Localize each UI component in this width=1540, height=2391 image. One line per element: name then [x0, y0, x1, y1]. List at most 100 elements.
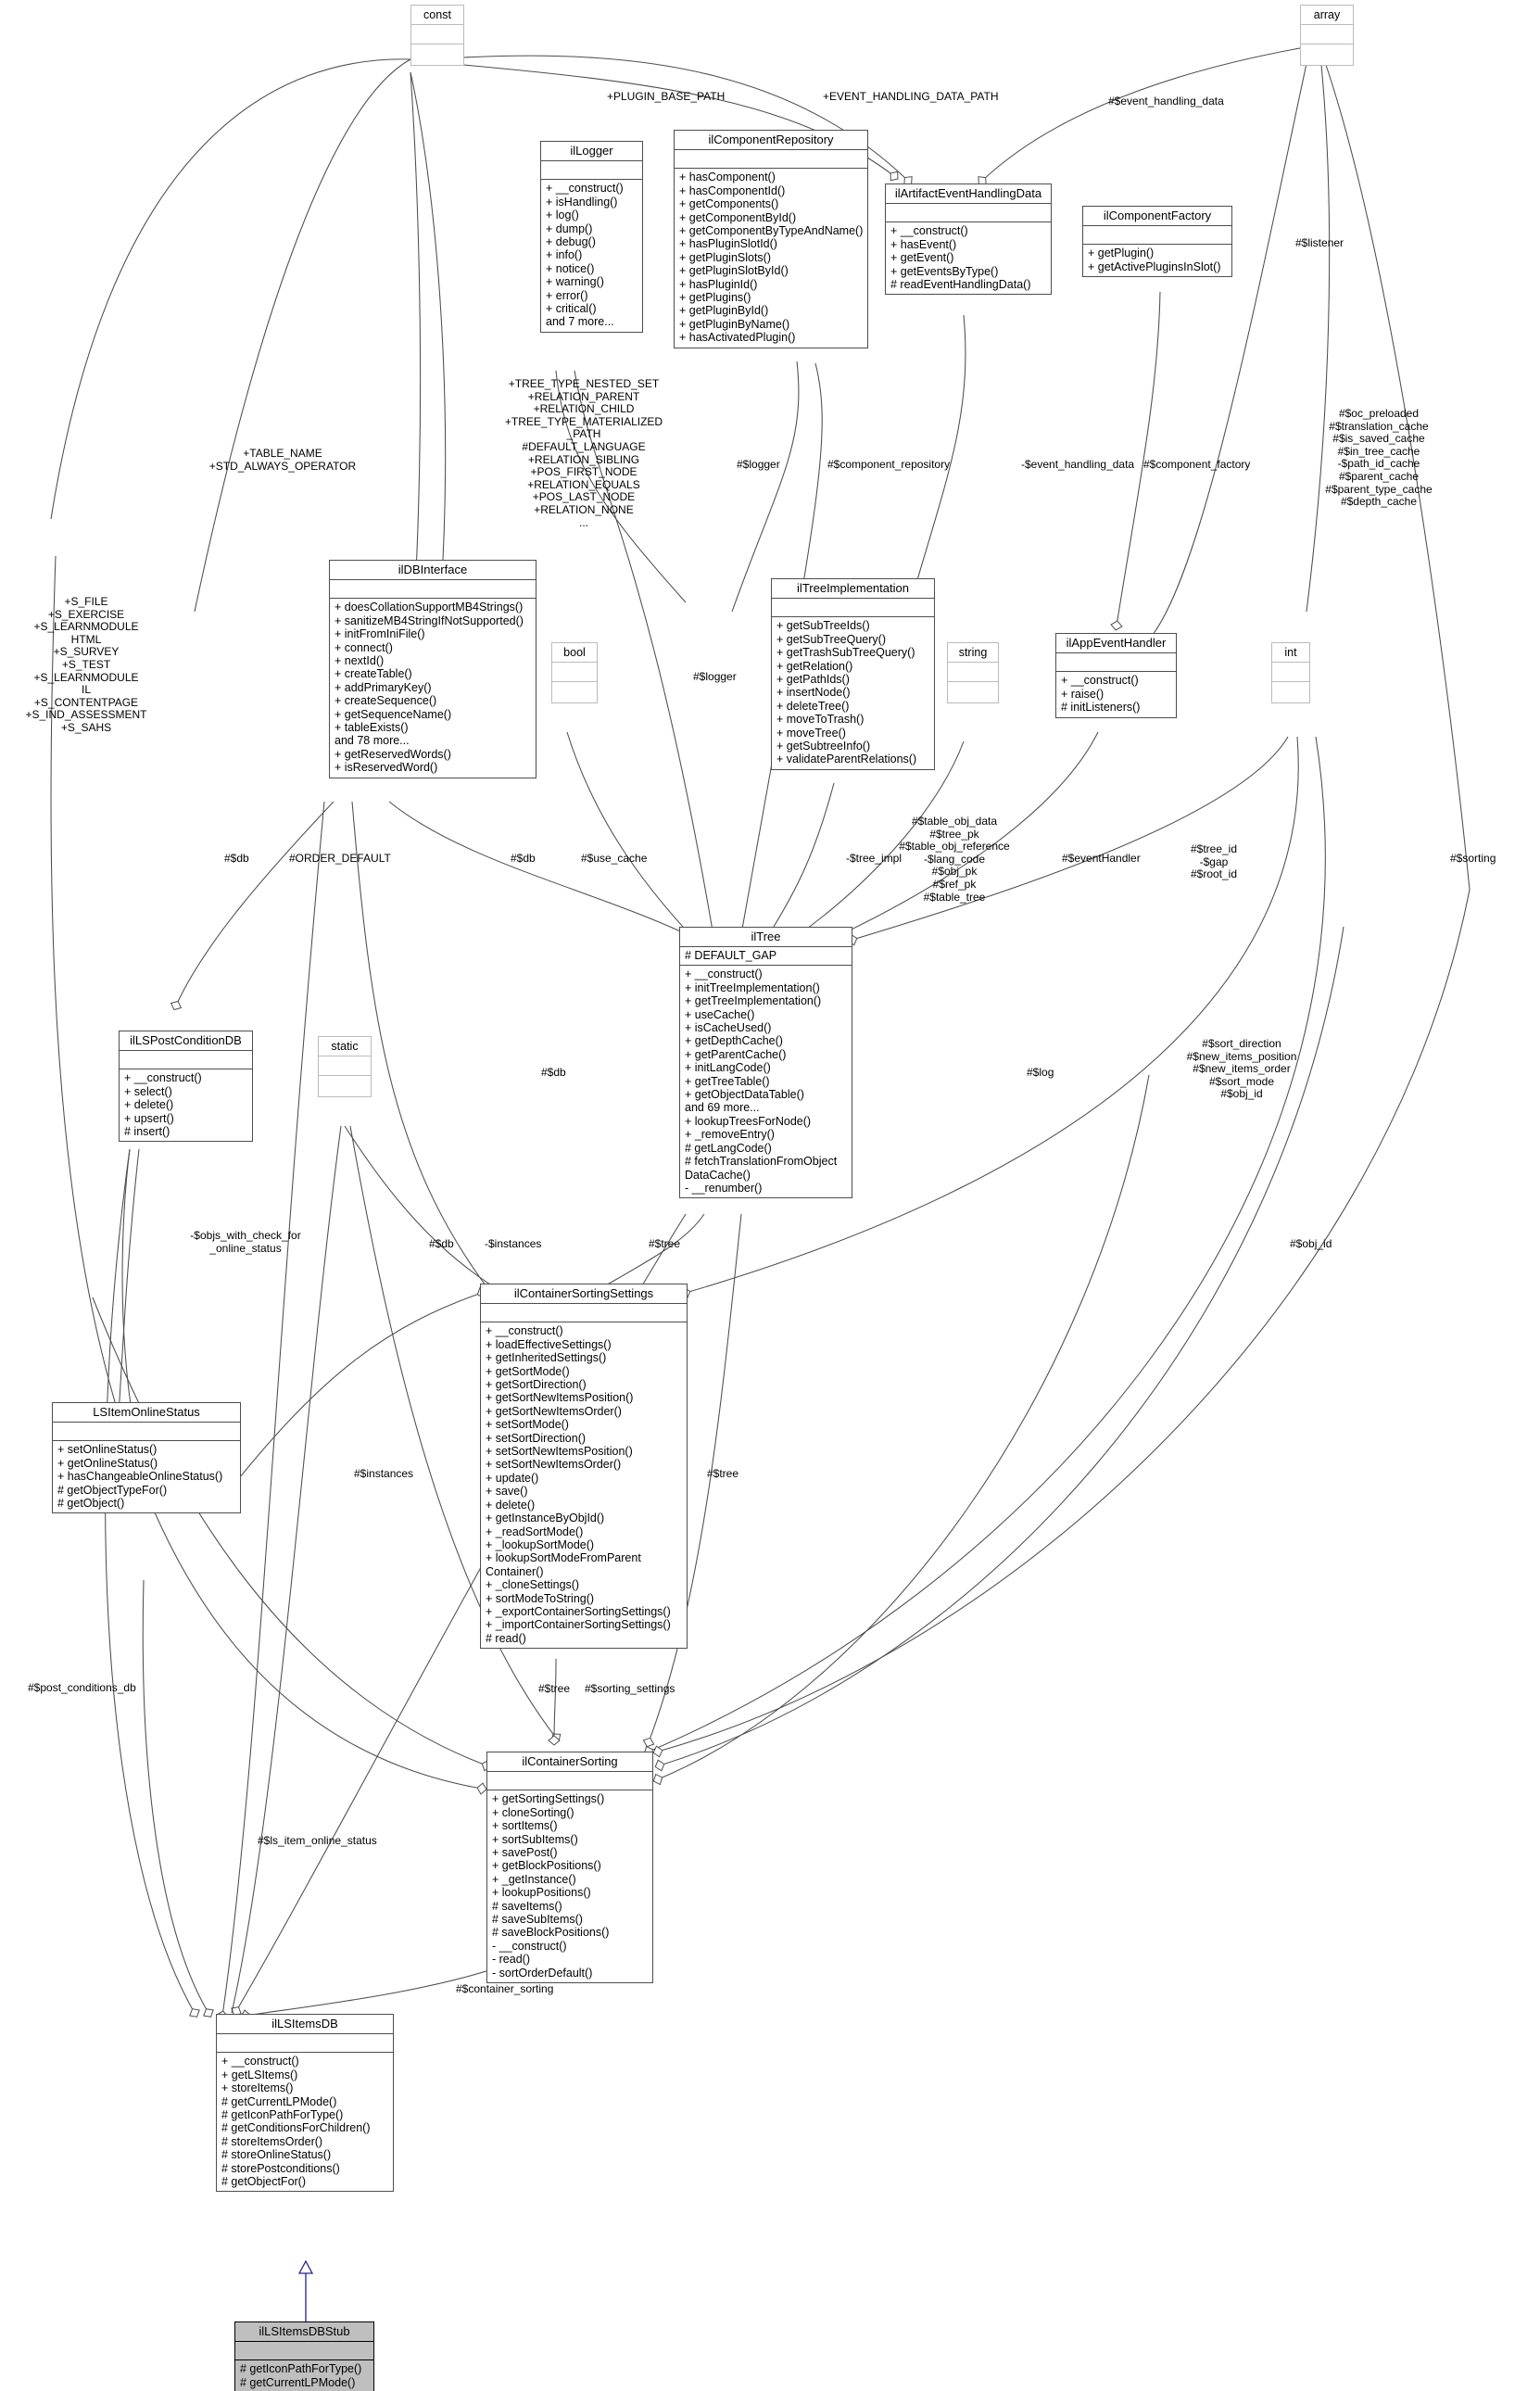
op-row: # readEventHandlingData(): [890, 278, 1031, 292]
edge-label-sort-direction-block: #$sort_direction #$new_items_position #$…: [1186, 1037, 1297, 1101]
op-row: + getParentCache(): [685, 1047, 787, 1061]
op-row: + _exportContainerSortingSettings(): [486, 1604, 671, 1618]
op-row: # storeItemsOrder(): [221, 2134, 323, 2148]
op-row: + _lookupSortMode(): [486, 1537, 595, 1551]
class-attrs-ilLSItemsDB: [217, 2034, 393, 2054]
op-row: + __construct(): [685, 968, 763, 981]
class-attrs-ilTreeImplementation: [772, 599, 934, 618]
class-title-ilTree: ilTree: [680, 928, 852, 948]
op-row: + createSequence(): [335, 694, 437, 708]
op-row: + getSubTreeIds(): [776, 619, 870, 633]
edge-label-plugin-base-path: +PLUGIN_BASE_PATH: [607, 90, 726, 103]
op-row: + createTable(): [335, 667, 412, 681]
class-title-ilComponentFactory: ilComponentFactory: [1083, 207, 1231, 227]
op-row: and 78 more...: [335, 734, 410, 748]
op-row: + setOnlineStatus(): [57, 1443, 158, 1457]
edge-label-component-factory: #$component_factory: [1143, 458, 1251, 471]
class-box-ilArtifactEventHandlingData: ilArtifactEventHandlingData + __construc…: [885, 183, 1052, 296]
type-box-const-ops: [411, 44, 463, 65]
class-title-ilArtifactEventHandlingData: ilArtifactEventHandlingData: [886, 184, 1051, 205]
op-row: + error(): [546, 288, 588, 302]
op-row: + getPluginByName(): [679, 317, 790, 331]
edge-label-container-sorting: #$container_sorting: [456, 1982, 554, 1995]
class-ops-ilComponentFactory: + getPlugin() + getActivePluginsInSlot(): [1083, 245, 1231, 276]
class-ops-ilAppEventHandler: + __construct() + raise() # initListener…: [1056, 672, 1176, 716]
op-row: + isHandling(): [546, 195, 618, 209]
op-row: # getConditionsForChildren(): [221, 2121, 371, 2135]
op-row: # fetchTranslationFromObject DataCache(): [685, 1155, 838, 1182]
op-row: + getInheritedSettings(): [486, 1351, 607, 1365]
edge-label-obj-id: #$obj_id: [1290, 1237, 1332, 1250]
type-box-int-title: int: [1272, 643, 1309, 663]
edge-label-component-repository: #$component_repository: [827, 458, 951, 471]
class-box-ilLogger: ilLogger + __construct() + isHandling() …: [540, 141, 643, 333]
class-attrs-ilAppEventHandler: [1056, 653, 1176, 673]
type-box-int-attrs: [1272, 663, 1309, 682]
edge-label-tree-2: #$tree: [707, 1467, 739, 1480]
op-row: + dump(): [546, 221, 593, 235]
type-box-bool: bool: [551, 642, 598, 703]
op-row: + isCacheUsed(): [685, 1021, 772, 1035]
op-row: + deleteTree(): [776, 699, 850, 713]
op-row: + getSequenceName(): [335, 707, 452, 721]
op-row: + isReservedWord(): [335, 761, 438, 775]
op-row: + lookupSortModeFromParent Container(): [486, 1551, 641, 1578]
class-attrs-ilContainerSorting: [487, 1772, 652, 1791]
op-row: + lookupPositions(): [492, 1886, 591, 1900]
edge-label-logger-2: #$logger: [693, 670, 737, 683]
op-row: + setSortMode(): [486, 1418, 569, 1432]
class-attrs-ilArtifactEventHandlingData: [886, 204, 1051, 223]
op-row: + setSortNewItemsOrder(): [486, 1458, 622, 1472]
class-attrs-ilDBInterface: [330, 580, 536, 600]
op-row: # getCurrentLPMode(): [240, 2375, 356, 2389]
op-row: + cloneSorting(): [492, 1805, 574, 1819]
op-row: + __construct(): [890, 224, 968, 238]
op-row: + _readSortMode(): [486, 1524, 584, 1538]
edge-label-ls-item-online-status: #$ls_item_online_status: [258, 1834, 377, 1847]
class-attrs-ilLSPostConditionDB: [120, 1051, 252, 1070]
op-row: + moveToTrash(): [776, 713, 865, 727]
op-row: + _getInstance(): [492, 1872, 576, 1886]
op-row: and 69 more...: [685, 1101, 760, 1115]
op-row: + getComponents(): [679, 197, 779, 211]
op-row: + getPlugins(): [679, 291, 751, 305]
edge-label-objs-with-check-block: -$objs_with_check_for _online_status: [190, 1229, 301, 1255]
class-ops-LSItemOnlineStatus: + setOnlineStatus() + getOnlineStatus() …: [53, 1441, 240, 1512]
op-row: + savePost(): [492, 1846, 558, 1860]
type-box-int-ops: [1272, 682, 1309, 702]
edge-label-log: #$log: [1027, 1066, 1054, 1079]
class-title-ilLSItemsDB: ilLSItemsDB: [217, 2015, 393, 2035]
type-box-const: const: [410, 5, 464, 66]
op-row: + getPlugin(): [1088, 247, 1155, 260]
class-ops-ilContainerSortingSettings: + __construct() + loadEffectiveSettings(…: [481, 1322, 687, 1648]
op-row: + __construct(): [486, 1324, 563, 1338]
op-row: + tableExists(): [335, 721, 409, 735]
op-row: # getIconPathForType(): [221, 2108, 344, 2122]
edge-label-tree-const-block: +TREE_TYPE_NESTED_SET +RELATION_PARENT +…: [504, 377, 663, 529]
op-row: + __construct(): [124, 1071, 202, 1085]
edge-label-event-handling-data-path: +EVENT_HANDLING_DATA_PATH: [823, 90, 999, 103]
op-row: + getPluginById(): [679, 304, 769, 318]
op-row: + getObjectDataTable(): [685, 1088, 804, 1102]
type-box-string-title: string: [948, 643, 998, 663]
op-row: + getPluginSlotById(): [679, 264, 789, 278]
edge-label-event-handler: #$eventHandler: [1062, 852, 1141, 865]
class-ops-ilDBInterface: + doesCollationSupportMB4Strings() + san…: [330, 599, 536, 777]
class-ops-ilComponentRepository: + hasComponent() + hasComponentId() + ge…: [675, 169, 867, 347]
op-row: + hasPluginId(): [679, 277, 758, 291]
op-row: + update(): [486, 1471, 539, 1485]
class-title-ilContainerSorting: ilContainerSorting: [487, 1752, 652, 1773]
op-row: + doesCollationSupportMB4Strings(): [335, 601, 524, 614]
op-row: + setSortNewItemsPosition(): [486, 1445, 633, 1459]
op-row: # saveItems(): [492, 1899, 562, 1913]
op-row: + initLangCode(): [685, 1061, 771, 1075]
op-row: + hasChangeableOnlineStatus(): [57, 1470, 223, 1484]
class-ops-ilLSPostConditionDB: + __construct() + select() + delete() + …: [120, 1069, 252, 1141]
op-row: + initFromIniFile(): [335, 627, 425, 641]
class-title-ilLSItemsDBStub: ilLSItemsDBStub: [235, 2322, 373, 2343]
op-row: + select(): [124, 1084, 172, 1098]
class-title-LSItemOnlineStatus: LSItemOnlineStatus: [53, 1403, 240, 1423]
op-row: + getRelation(): [776, 659, 853, 673]
op-row: + moveTree(): [776, 726, 846, 740]
op-row: + warning(): [546, 275, 604, 289]
